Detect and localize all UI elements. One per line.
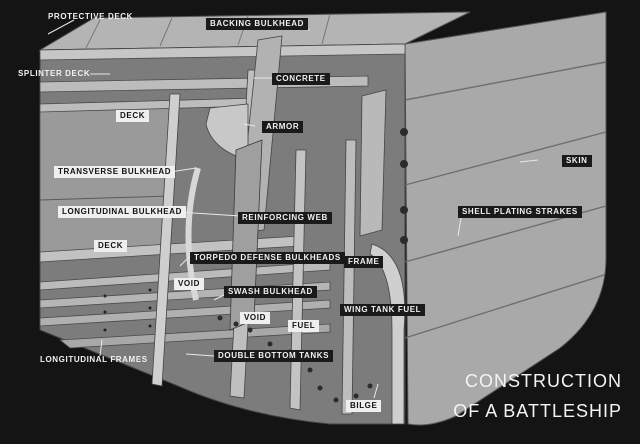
label-skin: SKIN [562,155,592,167]
label-void-right: VOID [240,312,270,324]
label-deck-lower: DECK [94,240,127,252]
label-protective-deck: PROTECTIVE DECK [48,13,133,21]
label-backing-bulkhead: BACKING BULKHEAD [206,18,308,30]
diagram-title-line-2: OF A BATTLESHIP [453,402,622,420]
diagram-title-line-1: CONSTRUCTION [465,372,622,390]
label-transverse-bulkhead: TRANSVERSE BULKHEAD [54,166,175,178]
label-wing-tank-fuel: WING TANK FUEL [340,304,425,316]
label-deck-upper: DECK [116,110,149,122]
label-concrete: CONCRETE [272,73,330,85]
label-fuel: FUEL [288,320,319,332]
label-frame: FRAME [344,256,383,268]
label-longitudinal-bulkhead: LONGITUDINAL BULKHEAD [58,206,186,218]
label-shell-plating-strakes: SHELL PLATING STRAKES [458,206,582,218]
label-swash-bulkhead: SWASH BULKHEAD [224,286,317,298]
label-double-bottom-tanks: DOUBLE BOTTOM TANKS [214,350,333,362]
label-splinter-deck: SPLINTER DECK [18,70,90,78]
label-bilge: BILGE [346,400,381,412]
label-reinforcing-web: REINFORCING WEB [238,212,332,224]
label-longitudinal-frames: LONGITUDINAL FRAMES [40,356,148,364]
label-void-left: VOID [174,278,204,290]
label-torpedo-defense-bulkheads: TORPEDO DEFENSE BULKHEADS [190,252,345,264]
label-armor: ARMOR [262,121,303,133]
